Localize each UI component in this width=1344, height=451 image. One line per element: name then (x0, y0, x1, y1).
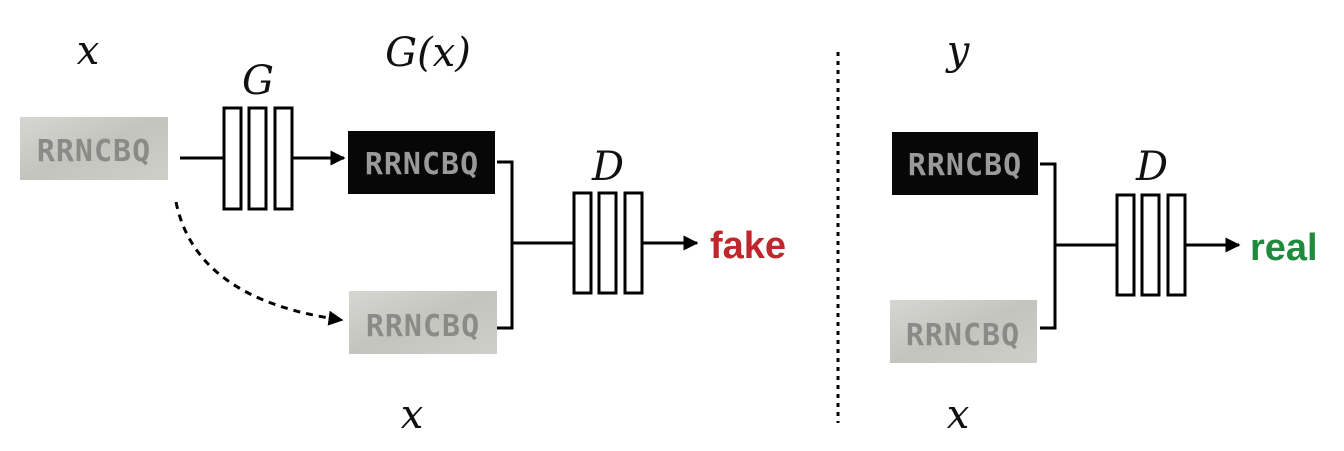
generator-block (222, 106, 294, 211)
real-label: real (1250, 227, 1318, 269)
target-symbol-y: y (945, 28, 971, 74)
target-image: RRNCBQ (892, 132, 1038, 195)
generator-symbol-g: G (242, 58, 274, 104)
input-image-text: RRNCBQ (37, 134, 151, 169)
discriminator-block-right (1115, 193, 1187, 297)
condition-image-left-text: RRNCBQ (366, 309, 480, 344)
right-panel-real-path: y x D RRNCBQ RRNCBQ real (890, 28, 1318, 438)
generated-image: RRNCBQ (348, 131, 495, 194)
generated-image-text: RRNCBQ (365, 147, 479, 182)
condition-skip-arrow (174, 201, 344, 326)
condition-symbol-x-left: x (401, 392, 424, 438)
right-merge-bracket (1040, 162, 1057, 330)
condition-image-right: RRNCBQ (890, 300, 1037, 363)
input-symbol-x: x (77, 28, 100, 74)
discriminator-symbol-d-right: D (1135, 144, 1168, 190)
discriminator-block-left (572, 191, 644, 295)
condition-symbol-x-right: x (947, 392, 970, 438)
fake-label: fake (710, 225, 786, 267)
condition-image-right-text: RRNCBQ (906, 318, 1020, 353)
generated-symbol-gx: G(x) (385, 30, 471, 76)
input-image: RRNCBQ (20, 117, 168, 180)
condition-image-left: RRNCBQ (349, 291, 497, 354)
left-merge-bracket (497, 160, 514, 330)
left-panel-generator-path: x G G(x) x D RRNCBQ RRNCBQ RRNCBQ (20, 28, 786, 438)
discriminator-symbol-d-left: D (591, 144, 624, 190)
target-image-text: RRNCBQ (908, 148, 1022, 183)
